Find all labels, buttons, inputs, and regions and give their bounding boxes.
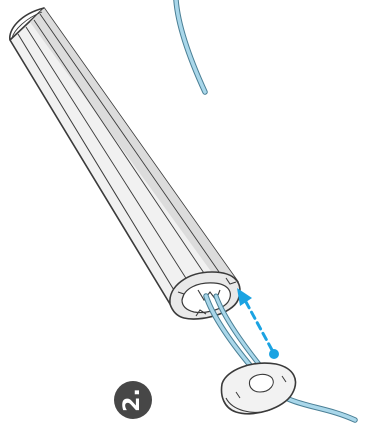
top-cable xyxy=(176,0,205,92)
dashed-up-arrow-icon xyxy=(237,288,279,359)
step-number: 2. xyxy=(122,388,144,412)
step-number-badge: 2. xyxy=(114,381,152,419)
end-cap-connector xyxy=(222,363,296,414)
tube-body xyxy=(10,8,238,312)
